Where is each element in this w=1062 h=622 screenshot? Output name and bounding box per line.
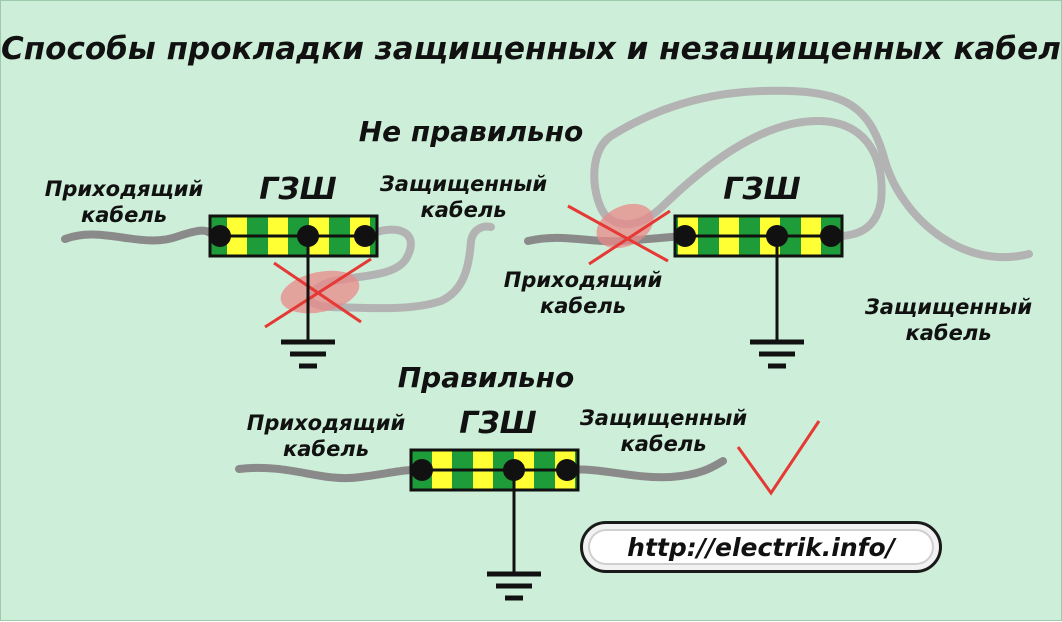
website-url: http://electrik.info/ (627, 532, 895, 562)
protected-cable-label-1: Защищенный кабель (379, 172, 548, 222)
ground-symbol-icon-2 (750, 339, 804, 369)
cross-mark-icon-2 (567, 204, 671, 266)
bus-label-3: ГЗШ (459, 406, 537, 441)
diagram-title: Способы прокладки защищенных и незащищен… (1, 31, 1062, 67)
ground-symbol-icon-1 (281, 339, 335, 369)
incoming-cable-1 (61, 226, 220, 245)
terminal-dot-icon (556, 459, 578, 481)
wrong-scheme-1 (61, 214, 495, 369)
ground-symbol-icon-3 (487, 571, 541, 601)
bus-label-1: ГЗШ (259, 172, 337, 207)
protected-cable-label-3: Защищенный кабель (579, 406, 748, 456)
terminal-dot-icon (411, 459, 433, 481)
incoming-cable-label-2: Приходящий кабель (503, 268, 663, 318)
right-scheme (235, 420, 821, 601)
protected-cable-2 (590, 86, 1033, 262)
protected-cable-label-2: Защищенный кабель (864, 295, 1033, 345)
incoming-cable-label-3: Приходящий кабель (246, 411, 406, 461)
right-label: Правильно (397, 361, 575, 394)
website-link[interactable]: http://electrik.info/ (580, 521, 942, 573)
terminal-dot-icon (209, 225, 231, 247)
incoming-cable-label-1: Приходящий кабель (44, 177, 204, 227)
cross-mark-icon-1 (264, 257, 372, 329)
protected-cable-3 (565, 457, 727, 482)
contact-blob-2 (596, 203, 654, 249)
terminal-dot-icon (354, 225, 376, 247)
bus-label-2: ГЗШ (723, 172, 801, 207)
incoming-cable-3 (235, 463, 425, 483)
terminal-dot-icon (674, 225, 696, 247)
terminal-dot-icon (820, 225, 842, 247)
wrong-label: Не правильно (358, 115, 584, 148)
check-mark-icon (736, 420, 821, 496)
wrong-scheme-2 (524, 86, 1033, 369)
